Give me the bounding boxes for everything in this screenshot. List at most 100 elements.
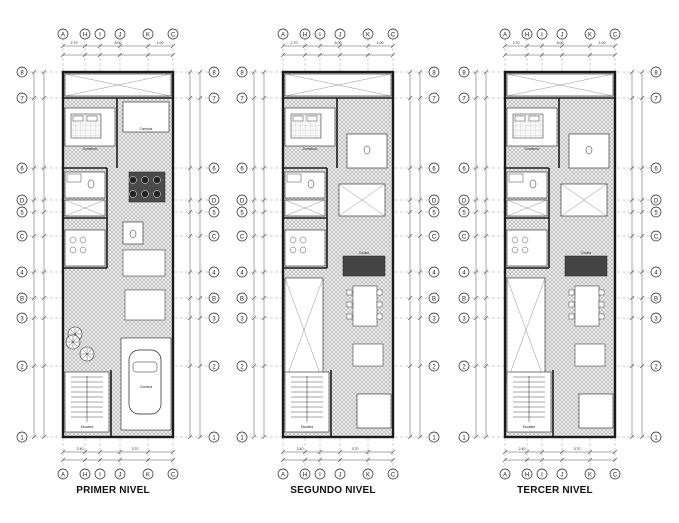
dim-tick <box>251 197 257 203</box>
stove-burner <box>299 246 307 254</box>
sink <box>286 173 302 183</box>
row-label-left: C <box>462 235 467 241</box>
shower-cross <box>338 183 386 217</box>
dim-tick <box>280 43 286 49</box>
dim-text-top: 2.70 <box>71 41 78 45</box>
dim-tick <box>302 449 308 455</box>
chair <box>598 289 605 296</box>
row-bubble-right <box>650 206 662 218</box>
dim-tick <box>82 52 88 58</box>
row-label-left: 4 <box>240 271 244 277</box>
dim-text-top: 2.70 <box>513 41 520 45</box>
col-bubble-bottom <box>94 468 106 480</box>
dim-tick <box>117 449 123 455</box>
dim-tick <box>261 269 267 275</box>
chair <box>376 313 383 320</box>
row-bubble-left <box>16 206 28 218</box>
room-label-escalera: Escalera <box>301 425 314 429</box>
exterior-wall <box>281 70 395 439</box>
dim-tick <box>473 233 479 239</box>
col-label-bottom: C <box>171 473 176 479</box>
dining-table <box>574 285 600 327</box>
dim-tick <box>41 209 47 215</box>
dim-tick <box>483 209 489 215</box>
col-label-bottom: I <box>99 473 101 479</box>
dim-tick <box>502 52 508 58</box>
col-bubble-bottom <box>142 468 154 480</box>
col-bubble-top <box>142 28 154 40</box>
col-label-top: H <box>303 33 307 39</box>
sink <box>66 173 82 183</box>
dim-tick <box>483 315 489 321</box>
dim-text-bottom: 2.40 <box>519 447 526 451</box>
room-label-comedor: Comedor <box>139 127 153 131</box>
living-table <box>574 343 606 367</box>
dim-tick <box>539 449 545 455</box>
dim-tick <box>170 43 176 49</box>
row-label-right: 6 <box>654 167 658 173</box>
row-label-right: 4 <box>654 271 658 277</box>
exterior-wall <box>61 70 175 439</box>
dim-tick <box>417 95 423 101</box>
shower-cross <box>506 199 548 217</box>
shower-cross <box>64 199 106 217</box>
row-bubble-right <box>428 230 440 242</box>
dim-tick <box>390 449 396 455</box>
stove-burner <box>289 236 297 244</box>
dim-tick <box>337 43 343 49</box>
col-bubble-bottom <box>79 468 91 480</box>
col-label-top: K <box>588 33 592 39</box>
row-bubble-right <box>650 292 662 304</box>
col-label-bottom: I <box>319 473 321 479</box>
dim-tick <box>524 52 530 58</box>
col-bubble-bottom <box>334 468 346 480</box>
dim-tick <box>629 69 635 75</box>
row-label-left: 6 <box>20 167 24 173</box>
dim-tick <box>97 457 103 463</box>
row-label-left: 6 <box>462 167 466 173</box>
dim-tick <box>41 295 47 301</box>
row-bubble-left <box>16 312 28 324</box>
col-label-bottom: H <box>83 473 87 479</box>
row-bubble-right <box>208 292 220 304</box>
col-label-bottom: A <box>61 473 65 479</box>
dim-tick <box>473 315 479 321</box>
row-label-left: 8 <box>20 71 24 77</box>
dim-tick <box>639 295 645 301</box>
row-label-left: D <box>20 199 25 205</box>
dim-tick <box>82 43 88 49</box>
dim-tick <box>60 457 66 463</box>
dim-tick <box>365 43 371 49</box>
dim-tick <box>41 165 47 171</box>
balcony <box>578 393 614 429</box>
row-label-right: 3 <box>654 317 658 323</box>
col-label-top: A <box>281 33 285 39</box>
row-label-right: 7 <box>212 97 216 103</box>
dim-tick <box>197 269 203 275</box>
void-cross <box>506 277 546 383</box>
col-bubble-bottom <box>314 468 326 480</box>
row-label-right: 2 <box>212 365 216 371</box>
dim-text-top: 6.00 <box>115 41 122 45</box>
pillow <box>514 115 526 122</box>
row-bubble-right <box>428 312 440 324</box>
row-label-right: 7 <box>654 97 658 103</box>
pillow <box>292 115 304 122</box>
row-label-right: 4 <box>212 271 216 277</box>
dim-tick <box>417 315 423 321</box>
dim-tick <box>251 363 257 369</box>
row-label-right: 6 <box>432 167 436 173</box>
col-bubble-top <box>334 28 346 40</box>
row-label-right: 5 <box>432 211 436 217</box>
dim-tick <box>417 69 423 75</box>
dim-tick <box>483 233 489 239</box>
pillow <box>86 115 98 122</box>
dim-tick <box>187 233 193 239</box>
row-bubble-right <box>650 92 662 104</box>
row-label-right: 2 <box>654 365 658 371</box>
dim-tick <box>302 43 308 49</box>
dim-tick <box>251 233 257 239</box>
